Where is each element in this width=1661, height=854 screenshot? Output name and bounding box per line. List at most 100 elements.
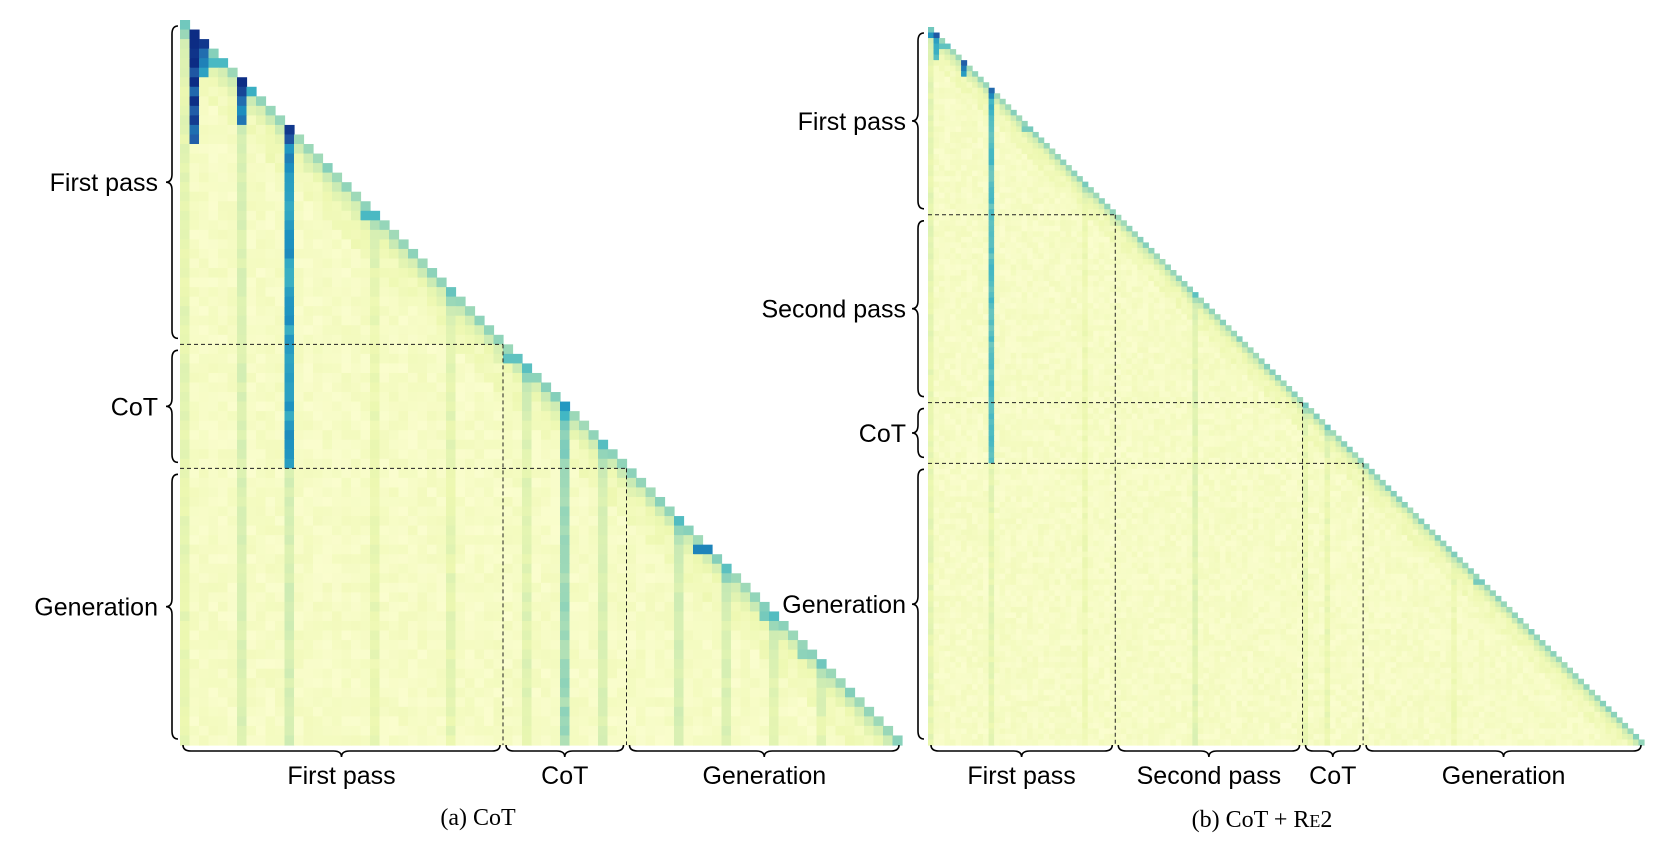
- heatmap-cell: [465, 458, 476, 469]
- heatmap-cell: [1021, 253, 1028, 260]
- heatmap-cell: [1032, 258, 1039, 266]
- heatmap-cell: [560, 477, 571, 489]
- heatmap-cell: [199, 735, 210, 746]
- heatmap-cell: [1208, 347, 1215, 354]
- heatmap-cell: [1137, 258, 1144, 266]
- heatmap-cell: [1142, 270, 1149, 277]
- heatmap-cell: [199, 105, 210, 116]
- heatmap-cell: [455, 678, 466, 689]
- heatmap-cell: [218, 573, 229, 584]
- heatmap-cell: [1087, 358, 1094, 365]
- heatmap-cell: [1010, 142, 1017, 150]
- heatmap-cell: [199, 468, 210, 479]
- heatmap-cell: [1175, 297, 1182, 304]
- heatmap-cell: [465, 306, 476, 317]
- heatmap-cell: [1032, 209, 1039, 216]
- heatmap-cell: [332, 592, 343, 603]
- heatmap-cell: [227, 353, 238, 365]
- heatmap-cell: [1027, 347, 1034, 354]
- heatmap-cell: [332, 601, 343, 613]
- heatmap-cell: [1043, 154, 1050, 161]
- heatmap-cell: [1071, 352, 1078, 359]
- heatmap-cell: [655, 678, 666, 689]
- heatmap-cell: [550, 601, 561, 613]
- heatmap-cell: [408, 640, 419, 651]
- heatmap-cell: [550, 640, 561, 651]
- heatmap-cell: [256, 659, 267, 670]
- heatmap-cell: [983, 126, 990, 133]
- heatmap-cell: [1010, 247, 1017, 255]
- heatmap-cell: [303, 468, 314, 479]
- heatmap-cell: [933, 87, 940, 94]
- heatmap-cell: [208, 697, 219, 708]
- heatmap-cell: [983, 176, 990, 183]
- heatmap-cell: [655, 687, 666, 698]
- heatmap-cell: [1109, 314, 1116, 321]
- heatmap-cell: [341, 258, 352, 269]
- heatmap-cell: [966, 292, 973, 299]
- heatmap-cell: [1076, 242, 1083, 249]
- heatmap-cell: [1131, 303, 1138, 310]
- heatmap-cell: [750, 620, 761, 632]
- heatmap-cell: [436, 334, 447, 345]
- heatmap-cell: [246, 706, 257, 717]
- heatmap-cell: [303, 477, 314, 489]
- heatmap-cell: [1093, 347, 1100, 354]
- heatmap-cell: [465, 382, 476, 393]
- heatmap-cell: [972, 231, 979, 238]
- heatmap-cell: [1043, 192, 1050, 199]
- heatmap-cell: [341, 611, 352, 622]
- heatmap-cell: [313, 210, 324, 221]
- heatmap-cell: [246, 525, 257, 536]
- heatmap-cell: [1010, 209, 1017, 216]
- heatmap-cell: [655, 601, 666, 613]
- heatmap-cell: [645, 535, 656, 546]
- heatmap-cell: [1098, 303, 1105, 310]
- heatmap-cell: [955, 76, 962, 83]
- heatmap-cell: [180, 563, 191, 574]
- heatmap-cell: [607, 516, 618, 527]
- heatmap-cell: [246, 430, 257, 441]
- heatmap-cell: [208, 401, 219, 412]
- heatmap-cell: [1159, 363, 1166, 371]
- heatmap-cell: [1192, 297, 1199, 304]
- heatmap-cell: [522, 601, 533, 613]
- heatmap-cell: [1027, 330, 1034, 337]
- heatmap-cell: [1065, 170, 1072, 177]
- heatmap-cell: [1060, 363, 1067, 371]
- heatmap-cell: [1247, 358, 1254, 365]
- heatmap-cell: [1219, 347, 1227, 354]
- heatmap-cell: [1170, 319, 1177, 326]
- heatmap-cell: [645, 573, 656, 584]
- heatmap-cell: [928, 131, 935, 139]
- heatmap-cell: [1153, 281, 1160, 288]
- heatmap-cell: [944, 220, 951, 227]
- heatmap-cell: [750, 592, 761, 603]
- heatmap-cell: [607, 668, 618, 679]
- heatmap-cell: [617, 477, 628, 489]
- heatmap-cell: [939, 341, 946, 348]
- heatmap-cell: [1049, 314, 1056, 321]
- heatmap-cell: [1049, 170, 1056, 177]
- heatmap-cell: [1148, 363, 1155, 371]
- heatmap-cell: [303, 296, 314, 307]
- heatmap-cell: [332, 287, 343, 298]
- heatmap-cell: [265, 258, 276, 269]
- heatmap-cell: [341, 706, 352, 717]
- heatmap-cell: [294, 630, 305, 641]
- heatmap-cell: [398, 649, 409, 660]
- heatmap-cell: [788, 630, 799, 641]
- heatmap-cell: [1005, 319, 1012, 326]
- heatmap-cell: [994, 258, 1001, 266]
- heatmap-cell: [1115, 231, 1122, 238]
- heatmap-cell: [1027, 292, 1034, 299]
- heatmap-cell: [988, 93, 995, 100]
- heatmap-cell: [966, 236, 973, 243]
- heatmap-cell: [550, 735, 561, 746]
- heatmap-cell: [294, 506, 305, 517]
- heatmap-cell: [1087, 330, 1094, 337]
- heatmap-cell: [332, 535, 343, 546]
- heatmap-cell: [512, 525, 523, 536]
- heatmap-cell: [928, 303, 935, 310]
- heatmap-cell: [626, 601, 637, 613]
